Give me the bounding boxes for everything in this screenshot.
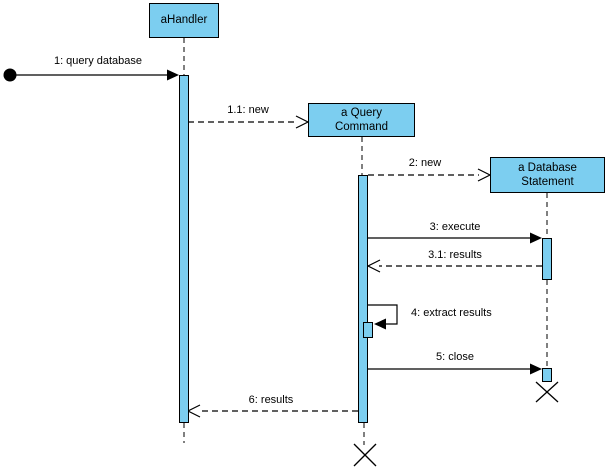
message-3-1-arrowhead (366, 259, 381, 273)
message-3-1-label: 3.1: results (428, 249, 482, 261)
activation-bar-querycommand (358, 175, 368, 423)
message-1-1-arrowhead (295, 115, 310, 129)
message-4-label: 4: extract results (411, 307, 492, 319)
message-5-arrowhead (530, 363, 542, 375)
lifeline-head-querycommand: a Query Command (308, 103, 415, 137)
lifeline-head-dbstatement-label: a Database Statement (518, 161, 577, 188)
destroy-x-icon-dbstatement (535, 381, 559, 403)
message-4-self-loop (368, 304, 398, 325)
destroy-x-icon-querycommand (353, 443, 377, 467)
lifeline-head-querycommand-label: a Query Command (334, 106, 389, 133)
lifeline-head-ahandler-label: aHandler (160, 14, 208, 27)
message-2-label: 2: new (408, 157, 442, 169)
activation-bar-querycommand-self (363, 322, 373, 338)
message-6-arrowhead (186, 404, 201, 418)
lifeline-head-dbstatement: a Database Statement (490, 157, 605, 193)
message-1-arrowhead (167, 69, 179, 81)
message-2-arrowhead (477, 168, 492, 182)
found-message-circle-icon (3, 68, 17, 82)
message-1-label: 1: query database (53, 55, 143, 67)
message-1-1-label: 1.1: new (227, 104, 269, 116)
lifeline-head-ahandler: aHandler (149, 3, 219, 38)
message-3-arrowhead (530, 232, 542, 244)
activation-bar-dbstatement-2 (542, 368, 552, 382)
message-5-label: 5: close (436, 351, 474, 363)
message-3-label: 3: execute (429, 221, 481, 233)
message-6-label: 6: results (248, 394, 294, 406)
activation-bar-dbstatement-1 (542, 238, 552, 280)
message-4-arrowhead (374, 318, 386, 330)
activation-bar-ahandler (179, 75, 189, 423)
